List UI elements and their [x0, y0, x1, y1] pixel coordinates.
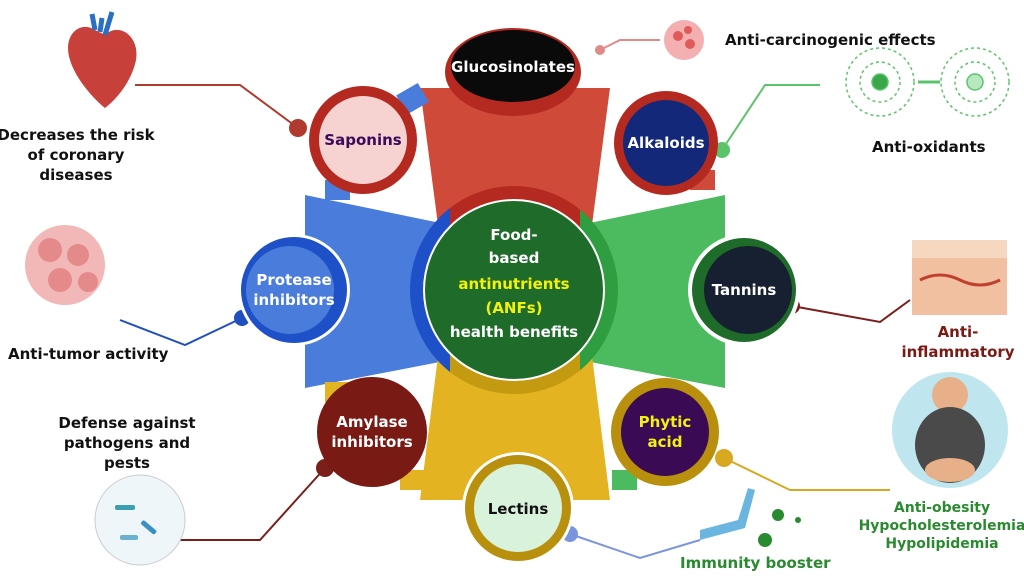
- protease-label-2: inhibitors: [253, 291, 334, 309]
- benefit-coronary-2: of coronary: [28, 146, 125, 164]
- benefit-antiinflammatory-2: inflammatory: [901, 343, 1014, 361]
- alkaloids-label: Alkaloids: [627, 134, 704, 152]
- saponins-label: Saponins: [324, 131, 401, 149]
- benefit-coronary-1: Decreases the risk: [0, 126, 156, 144]
- center-line5: health benefits: [450, 323, 578, 341]
- center-line2: based: [489, 249, 540, 267]
- protease-label-1: Protease: [256, 271, 331, 289]
- benefit-coronary-3: diseases: [39, 166, 112, 184]
- benefit-anticarcinogenic: Anti-carcinogenic effects: [725, 31, 936, 49]
- phytic-label-2: acid: [648, 433, 683, 451]
- benefit-antiobesity: Anti-obesity: [894, 500, 990, 516]
- glucosinolates-label: Glucosinolates: [451, 58, 575, 76]
- benefit-defense-2: pathogens and: [64, 434, 190, 452]
- amylase-label-2: inhibitors: [331, 433, 412, 451]
- node-alkaloids: Alkaloids: [614, 91, 718, 195]
- node-phytic-acid: Phytic acid: [611, 378, 719, 486]
- lectins-label: Lectins: [488, 500, 549, 518]
- center-line3: antinutrients: [458, 275, 569, 293]
- tannins-label: Tannins: [712, 281, 777, 299]
- wedge-green: [580, 195, 725, 388]
- node-amylase-inhibitors: Amylase inhibitors: [317, 377, 427, 487]
- tumor-cells-icon: [25, 225, 105, 305]
- amylase-label-1: Amylase: [336, 413, 407, 431]
- immune-arm-icon: [700, 488, 801, 547]
- benefit-antitumor: Anti-tumor activity: [8, 345, 169, 363]
- benefit-immunity: Immunity booster: [680, 554, 831, 572]
- antioxidant-atoms-icon: [845, 47, 1010, 117]
- benefit-defense-1: Defense against: [58, 414, 195, 432]
- center-line1: Food-: [490, 226, 537, 244]
- cancer-cells-icon: [664, 20, 704, 60]
- obese-person-icon: [892, 372, 1008, 488]
- benefit-hypolipidemia: Hypolipidemia: [885, 536, 998, 552]
- connectors: [119, 39, 911, 560]
- phytic-label-1: Phytic: [639, 413, 692, 431]
- benefit-hypocholesterolemia: Hypocholesterolemia: [859, 518, 1024, 534]
- heart-icon: [68, 11, 137, 108]
- node-lectins: Lectins: [462, 452, 574, 564]
- inflamed-skin-icon: [912, 240, 1007, 315]
- benefit-antioxidants: Anti-oxidants: [872, 138, 986, 156]
- benefit-antiinflammatory-1: Anti-: [938, 323, 979, 341]
- bacteria-icon: [94, 474, 186, 566]
- center-line4: (ANFs): [485, 299, 542, 317]
- node-glucosinolates: Glucosinolates: [445, 28, 581, 116]
- node-tannins: Tannins: [688, 234, 800, 346]
- node-saponins: Saponins: [309, 86, 417, 194]
- wedge-blue: [305, 195, 450, 388]
- node-protease-inhibitors: Protease inhibitors: [238, 234, 350, 346]
- center-circle: Food- based antinutrients (ANFs) health …: [423, 199, 605, 381]
- benefit-defense-3: pests: [104, 454, 150, 472]
